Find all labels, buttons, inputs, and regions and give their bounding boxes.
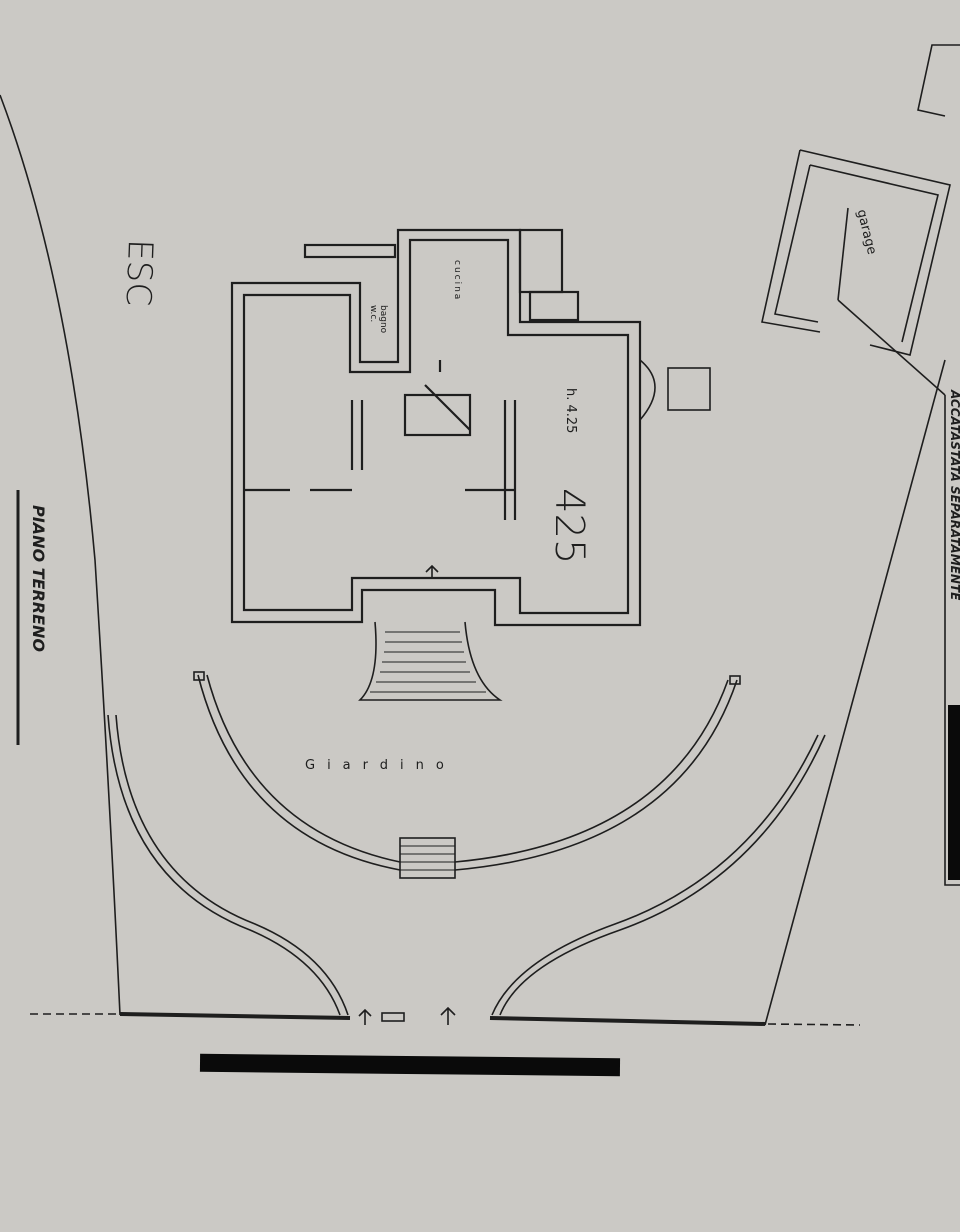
gate-wall-right: [489, 1016, 766, 1026]
entrance-step-treads: [370, 631, 486, 693]
garden-label: Giardino: [305, 758, 456, 773]
note-leader-line: [837, 299, 946, 396]
pedestrian-gate-arrow-icon: [358, 1008, 372, 1025]
garden-arc-post-right: [729, 675, 741, 685]
garden-stair-treads: [400, 845, 455, 871]
service-stairs: [528, 290, 580, 322]
redaction-bar-bottom: [199, 1053, 621, 1077]
corner-bracket: [917, 44, 960, 117]
kitchen-label: cucina: [452, 260, 462, 302]
entrance-steps: [358, 621, 503, 701]
drive-curve-left-inner: [115, 714, 349, 1016]
garden-stairs: [399, 837, 456, 879]
right-boundary-line: [764, 359, 946, 1026]
vehicle-gate-arrow-icon: [440, 1006, 456, 1025]
ceiling-height-label: h. 4.25: [563, 388, 578, 434]
gate-wall-left: [119, 1012, 351, 1020]
garage-label-leader: [837, 207, 849, 301]
garden-arc-inner: [206, 674, 401, 863]
house-walls: [230, 228, 642, 627]
bathroom-label: bagno w.c.: [368, 305, 388, 334]
rear-terrace: [303, 243, 397, 259]
handwritten-height: 425: [546, 488, 592, 565]
drive-curve-right: [499, 734, 826, 1016]
note-frame: [944, 395, 960, 886]
redaction-bar-right: [948, 705, 960, 880]
side-entrance-landing: [639, 359, 656, 421]
separate-registration-note: ACCATASTATA SEPARATAMENTE: [948, 390, 960, 601]
garage-outline: [761, 149, 951, 356]
service-room: [518, 228, 564, 294]
garage-inner-outline: [774, 164, 939, 343]
house-inner-wall: [242, 238, 630, 615]
drive-curve-right-inner: [491, 734, 819, 1016]
staircase: [403, 393, 472, 437]
left-boundary-curve: [0, 94, 121, 1016]
staircase-diagonal: [424, 384, 471, 431]
entrance-arrow-icon: [425, 564, 439, 578]
garden-arc-right: [454, 679, 738, 871]
gate-post: [381, 1012, 405, 1022]
house-outer-wall: [230, 228, 642, 627]
handwritten-code: ESC: [117, 238, 160, 307]
garden-arc-post-left: [193, 671, 205, 681]
side-steps: [667, 367, 711, 411]
garden-arc-right-inner: [454, 679, 729, 863]
plan-title: PIANO TERRENO: [29, 505, 48, 653]
drive-curve-left: [107, 714, 341, 1016]
boundary-dashed-right: [767, 1023, 861, 1026]
interior-partitions: [244, 360, 517, 520]
garden-arc: [197, 674, 401, 871]
